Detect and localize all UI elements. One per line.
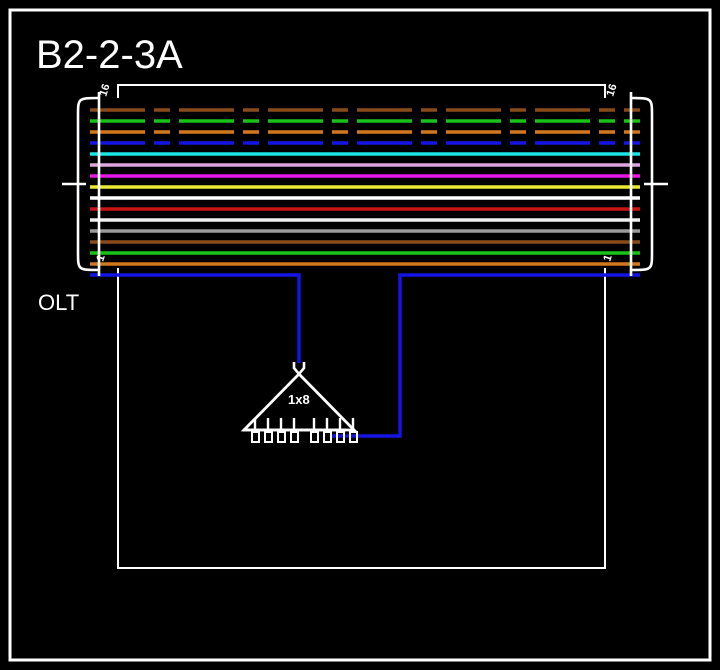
- optical-splitter[interactable]: 1x8: [240, 362, 358, 443]
- drop-wire-from-splitter: [331, 273, 640, 438]
- left-port-numbers: 16 1: [94, 83, 112, 263]
- outer-border: [8, 8, 712, 662]
- left-port-label-top: 16: [97, 83, 112, 98]
- left-port-label-bottom: 1: [94, 253, 107, 263]
- feed-wire-to-splitter: [90, 273, 301, 363]
- right-port-label-top: 16: [604, 83, 619, 98]
- splitter-ratio-label: 1x8: [288, 392, 310, 407]
- cable-wires-precise: [86, 98, 642, 268]
- splitter-outputs-group-b: [310, 418, 358, 443]
- page-title: B2-2-3A: [36, 33, 183, 77]
- olt-label: OLT: [38, 290, 79, 315]
- left-cable-bracket: [62, 92, 101, 276]
- enclosure-rect: [117, 84, 606, 569]
- right-port-numbers: 16 1: [601, 83, 619, 263]
- right-port-label-bottom: 1: [601, 253, 614, 263]
- right-cable-bracket: [629, 92, 668, 276]
- splitter-outputs-group-a: [251, 418, 299, 443]
